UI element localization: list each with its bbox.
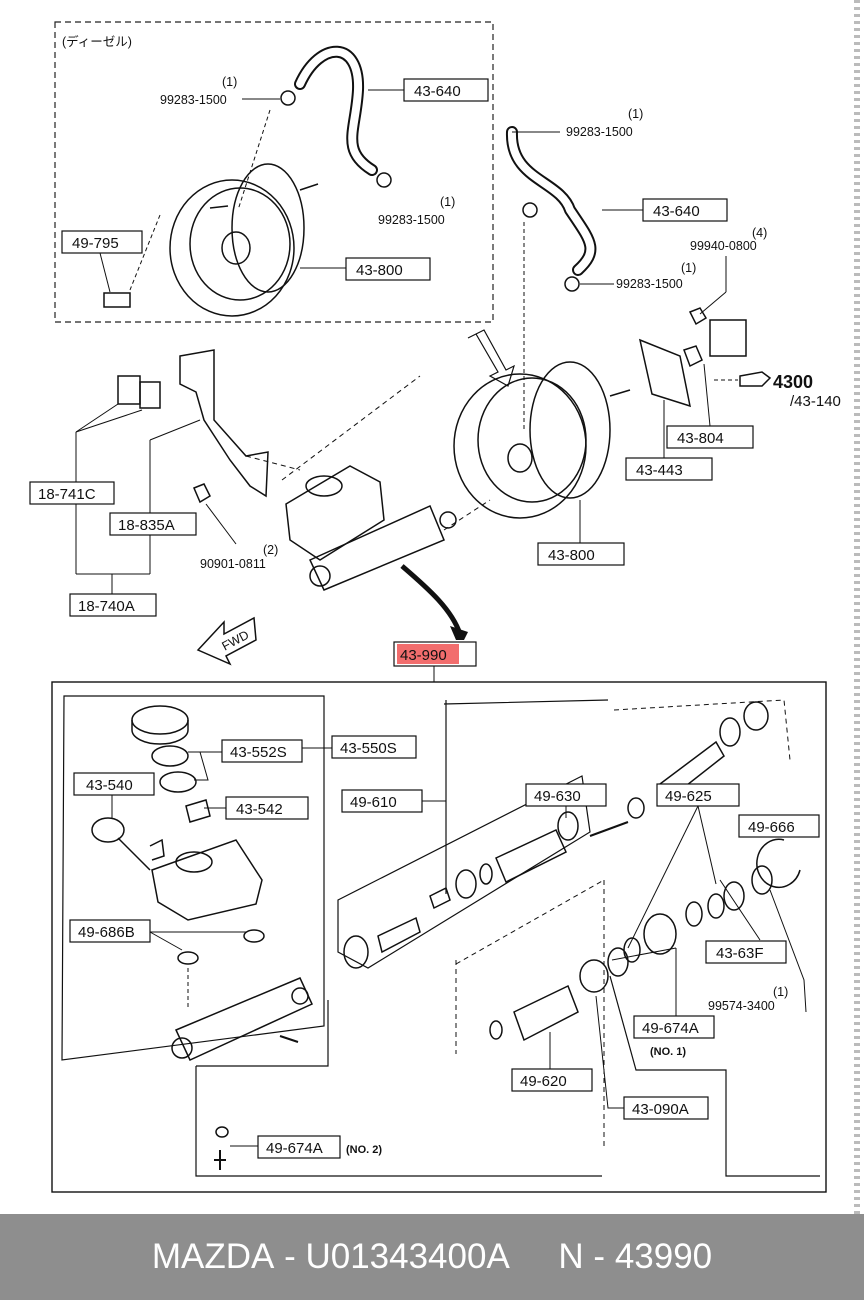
wiring-connectors (117, 375, 161, 409)
washer (627, 797, 645, 819)
label-43-443: 43-443 (636, 462, 683, 479)
hose-clip (376, 172, 392, 188)
vacuum-hose (505, 126, 597, 276)
pointing-hand-icon (739, 371, 772, 387)
nut (193, 483, 211, 504)
label-43-800: 43-800 (548, 547, 595, 564)
part-number: 99283-1500 (566, 125, 633, 139)
callout-arrow (400, 564, 463, 635)
footer-bar: MAZDA - U01343400A N - 43990 (0, 1214, 864, 1300)
label-18-741C: 18-741C (38, 486, 96, 503)
label-43-800-diesel: 43-800 (356, 262, 403, 279)
label-43-550S: 43-550S (340, 740, 397, 757)
label-43-552S: 43-552S (230, 744, 287, 761)
washer (751, 865, 773, 895)
reservoir-tank (151, 839, 263, 921)
label-49-674A-no1: 49-674A (642, 1020, 699, 1037)
footer-sep: - (274, 1237, 306, 1276)
nut (683, 345, 703, 368)
part-number: 90901-0811 (200, 557, 266, 571)
grommets (177, 929, 265, 965)
piston-cups (607, 881, 745, 977)
part-number: 99283-1500 (160, 93, 227, 107)
no2-note: (NO. 2) (346, 1144, 382, 1156)
parts-diagram: (ディーゼル) (1) 99283-1500 43-640 (1) 99283-… (29, 21, 841, 1193)
label-18-835A: 18-835A (118, 517, 175, 534)
hose-clip (522, 202, 538, 218)
secondary-piston-assembly (489, 959, 609, 1042)
label-43-804: 43-804 (677, 430, 724, 447)
footer-brand: MAZDA (151, 1237, 275, 1276)
diesel-variant-box (54, 21, 494, 323)
label-43-090A: 43-090A (632, 1101, 689, 1118)
label-18-740A: 18-740A (78, 598, 135, 615)
snap-ring (756, 838, 801, 889)
mounting-bracket (709, 319, 747, 357)
part-qty: (4) (752, 226, 767, 240)
part-number: 99283-1500 (616, 277, 683, 291)
nut (688, 307, 708, 326)
bleeder-bolt (214, 1150, 226, 1170)
screw (279, 1035, 299, 1043)
no1-note: (NO. 1) (650, 1046, 686, 1058)
master-cylinder-assembly (285, 465, 457, 591)
reservoir-subbox (61, 695, 325, 1061)
label-49-666: 49-666 (748, 819, 795, 836)
part-qty: (1) (440, 195, 455, 209)
label-49-795: 49-795 (72, 235, 119, 252)
label-43-640-diesel: 43-640 (414, 83, 461, 100)
part-qty: (1) (773, 985, 788, 999)
label-43-542: 43-542 (236, 801, 283, 818)
footer-gap (510, 1237, 559, 1277)
label-49-610: 49-610 (350, 794, 397, 811)
part-number: 99283-1500 (378, 213, 445, 227)
label-49-620: 49-620 (520, 1073, 567, 1090)
hose-clip (280, 90, 296, 106)
diesel-note: (ディーゼル) (62, 34, 132, 49)
ref-4300: 4300 (773, 372, 813, 392)
fwd-arrow: FWD (196, 616, 257, 666)
label-49-625: 49-625 (665, 788, 712, 805)
hose-clip (564, 276, 580, 292)
label-43-540: 43-540 (86, 777, 133, 794)
brake-booster-diesel (169, 163, 319, 317)
footer-sep: - (583, 1237, 615, 1276)
exploded-view-box (51, 681, 827, 1193)
part-qty: (1) (681, 261, 696, 275)
stop-bolt (589, 821, 629, 837)
label-43-640: 43-640 (653, 203, 700, 220)
master-cylinder-body (171, 977, 313, 1061)
label-43-63F: 43-63F (716, 945, 764, 962)
vacuum-sensor (103, 292, 131, 308)
part-number: 99574-3400 (708, 999, 775, 1013)
part-qty: (1) (628, 107, 643, 121)
part-number: 99940-0800 (690, 239, 757, 253)
footer-code: 43990 (614, 1237, 713, 1276)
strainer (185, 799, 211, 823)
ref-43-140: /43-140 (790, 393, 841, 410)
footer-code-prefix: N (558, 1237, 584, 1276)
footer-part-number: U01343400A (305, 1237, 510, 1276)
label-49-686B: 49-686B (78, 924, 135, 941)
gasket (638, 338, 691, 408)
scan-edge (854, 0, 860, 1214)
double-arrow-icon (467, 329, 515, 387)
part-qty: (1) (222, 75, 237, 89)
bracket (179, 349, 269, 498)
label-49-630: 49-630 (534, 788, 581, 805)
oring (215, 1126, 229, 1138)
brake-booster (453, 361, 631, 519)
label-43-990: 43-990 (400, 647, 447, 664)
primary-piston-assembly (343, 811, 579, 969)
level-sensor (91, 817, 165, 871)
part-qty: (2) (263, 543, 278, 557)
reservoir-cap-parts (131, 705, 197, 793)
label-49-674A-no2: 49-674A (266, 1140, 323, 1157)
